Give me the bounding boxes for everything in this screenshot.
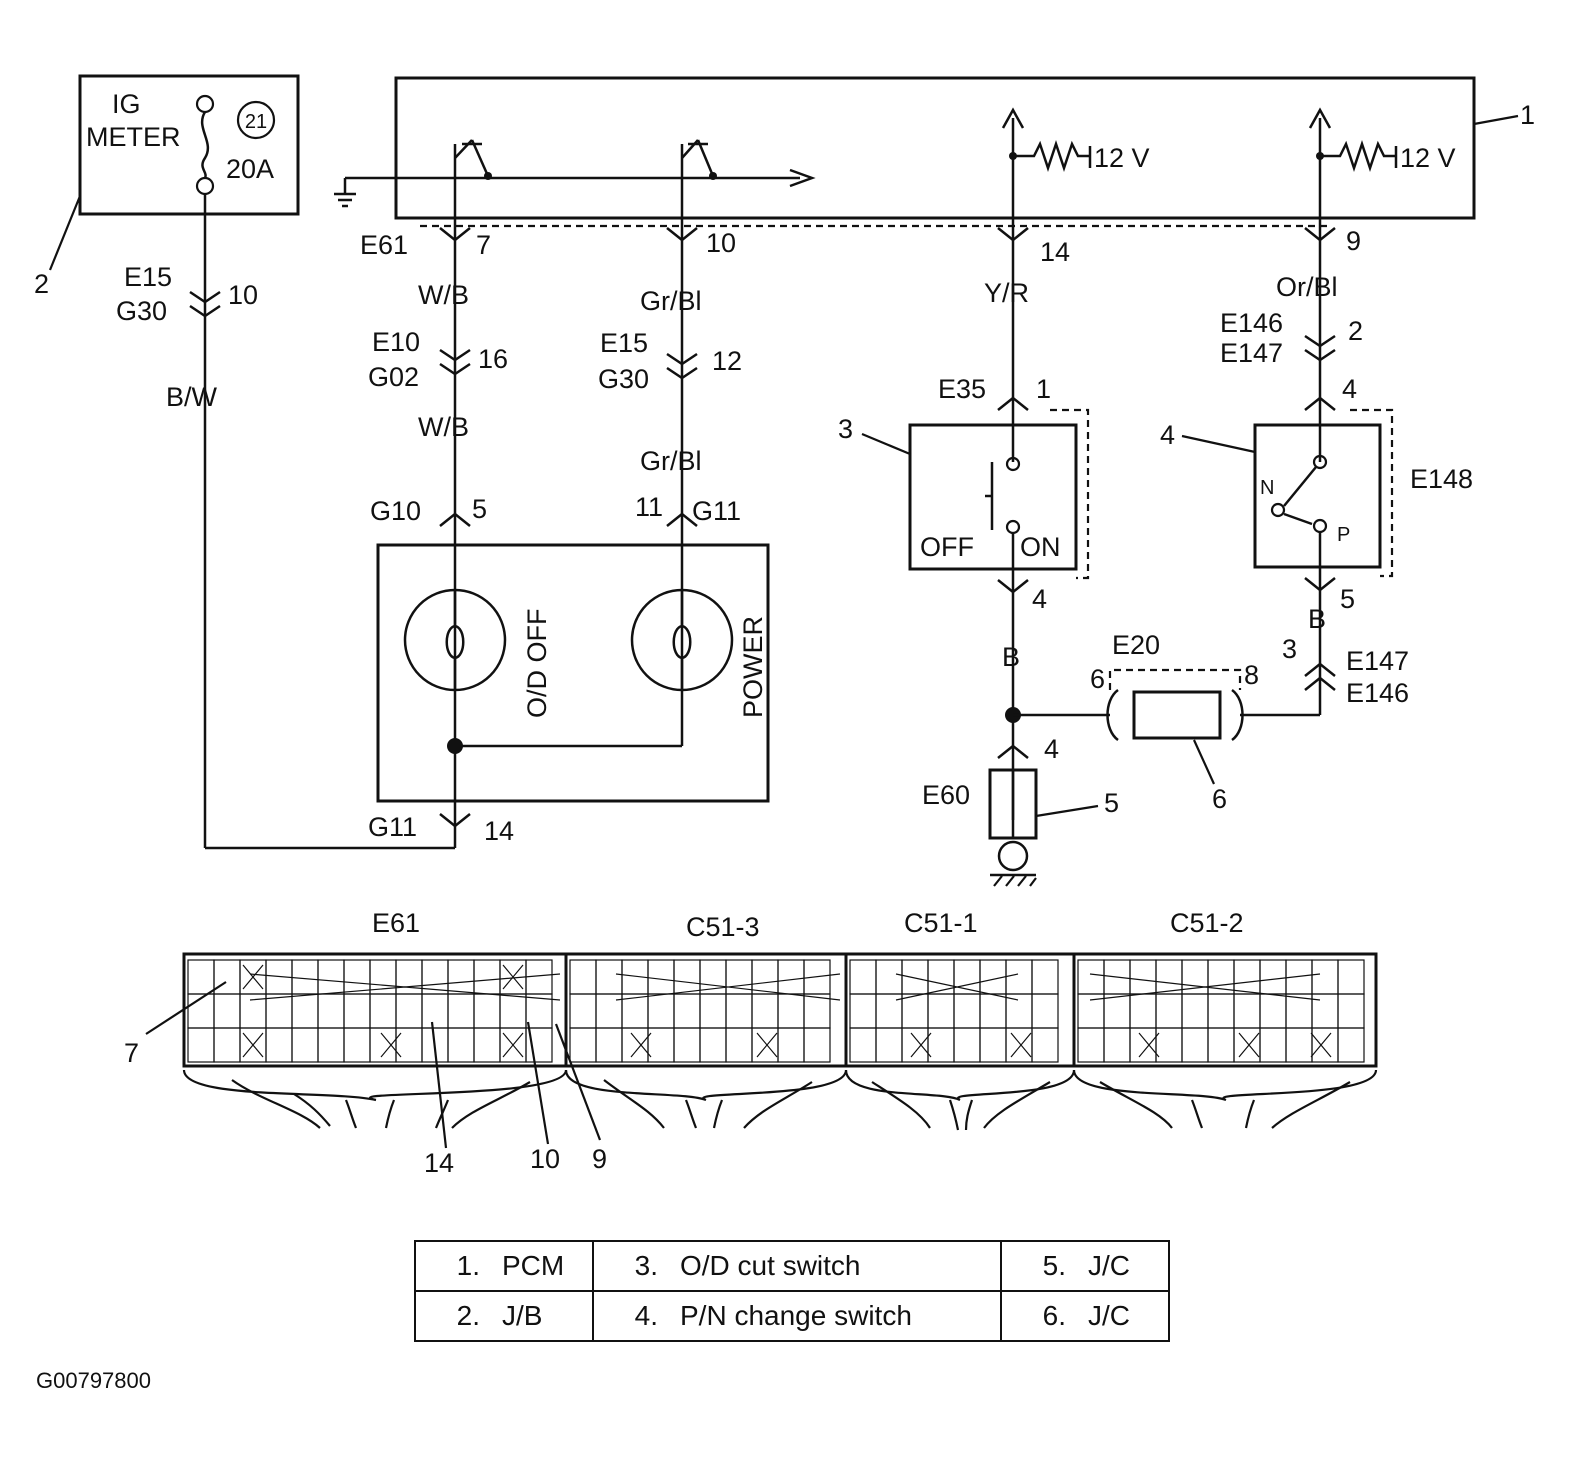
callout-10: 10 [530,1144,560,1174]
joint-connector-e20: E20 6 8 [1090,630,1259,742]
svg-text:21: 21 [245,111,267,133]
svg-text:E147: E147 [1346,646,1409,676]
callout-1: 1 [1520,100,1535,130]
svg-text:G11: G11 [692,496,741,526]
pn-change-switch: N P [1253,408,1394,578]
svg-text:6: 6 [1090,664,1105,694]
pull-up-resistor-1: 12 V [1001,107,1150,222]
svg-text:E60: E60 [922,780,970,810]
callout-4: 4 [1160,420,1175,450]
callout-3: 3 [838,414,853,444]
callout-7: 7 [124,1038,139,1068]
svg-text:16: 16 [478,344,508,374]
connector-cell-grid [187,959,1365,1063]
svg-text:1: 1 [1036,374,1051,404]
svg-text:O/D OFF: O/D OFF [522,609,552,719]
svg-text:B: B [1308,604,1326,634]
svg-text:4: 4 [1032,584,1047,614]
svg-text:10: 10 [228,280,258,310]
svg-text:14: 14 [1040,237,1070,267]
svg-text:E15: E15 [124,262,172,292]
svg-text:5: 5 [472,494,487,524]
svg-text:B: B [1002,642,1020,672]
svg-text:W/B: W/B [418,412,469,442]
svg-text:5: 5 [1340,584,1355,614]
transistor-1 [453,139,492,222]
legend-row: 2.J/B 4.P/N change switch 6.J/C [414,1290,1170,1342]
od-cut-switch: OFF ON [908,408,1090,580]
svg-text:Y/R: Y/R [984,278,1029,308]
svg-text:12 V: 12 V [1400,143,1456,173]
svg-text:E148: E148 [1410,464,1473,494]
svg-text:P: P [1337,524,1350,546]
legend-row: 1.PCM 3.O/D cut switch 5.J/C [414,1240,1170,1292]
svg-text:C51-3: C51-3 [686,912,760,942]
od-off-lamp: O/D OFF [403,588,552,719]
transistor-2 [680,139,717,222]
figure-id: G00797800 [36,1368,151,1393]
svg-text:14: 14 [484,816,514,846]
callout-9: 9 [592,1144,607,1174]
svg-text:E146: E146 [1220,308,1283,338]
svg-text:8: 8 [1244,660,1259,690]
svg-text:G10: G10 [370,496,421,526]
svg-text:ON: ON [1020,532,1061,562]
svg-text:20A: 20A [226,154,274,184]
svg-text:G30: G30 [598,364,649,394]
svg-text:7: 7 [476,230,491,260]
svg-text:12: 12 [712,346,742,376]
svg-text:C51-2: C51-2 [1170,908,1244,938]
svg-text:E147: E147 [1220,338,1283,368]
svg-text:E61: E61 [372,908,420,938]
svg-text:POWER: POWER [738,616,768,718]
svg-text:2: 2 [1348,316,1363,346]
callout-6: 6 [1212,784,1227,814]
callout-2: 2 [34,269,49,299]
svg-text:9: 9 [1346,226,1361,256]
svg-text:Gr/Bl: Gr/Bl [640,286,702,316]
svg-text:E15: E15 [600,328,648,358]
svg-text:E10: E10 [372,327,420,357]
svg-text:10: 10 [706,228,736,258]
svg-text:W/B: W/B [418,280,469,310]
svg-text:OFF: OFF [920,532,974,562]
component-legend: 1.PCM 3.O/D cut switch 5.J/C 2.J/B 4.P/N… [414,1240,1170,1342]
svg-text:METER: METER [86,122,181,152]
svg-text:Or/Bl: Or/Bl [1276,272,1338,302]
svg-text:11: 11 [635,492,663,522]
svg-text:3: 3 [1282,634,1297,664]
callout-5: 5 [1104,788,1119,818]
svg-text:G02: G02 [368,362,419,392]
svg-text:E146: E146 [1346,678,1409,708]
svg-text:G11: G11 [368,812,417,842]
svg-text:B/W: B/W [166,382,218,412]
joint-connector-e60 [988,768,1038,887]
svg-text:G30: G30 [116,296,167,326]
svg-text:E35: E35 [938,374,986,404]
svg-text:IG: IG [112,89,141,119]
svg-text:4: 4 [1342,374,1357,404]
junction-block: IG METER 21 20A [78,74,300,216]
svg-text:12 V: 12 V [1094,143,1150,173]
svg-text:4: 4 [1044,734,1059,764]
svg-text:Gr/Bl: Gr/Bl [640,446,702,476]
callout-14: 14 [424,1148,454,1178]
svg-text:E20: E20 [1112,630,1160,660]
svg-text:N: N [1260,477,1274,499]
pull-up-resistor-2: 12 V [1308,107,1456,222]
svg-text:E61: E61 [360,230,408,260]
pcm-box: 12 V 12 V [334,76,1476,228]
fuse-20a [195,94,215,196]
meter-lamps-box: O/D OFF POWER [376,543,770,803]
power-lamp: POWER [630,588,768,718]
pcm-connector-face: E61 C51-3 C51-1 C51-2 [182,908,1378,1131]
svg-text:C51-1: C51-1 [904,908,978,938]
